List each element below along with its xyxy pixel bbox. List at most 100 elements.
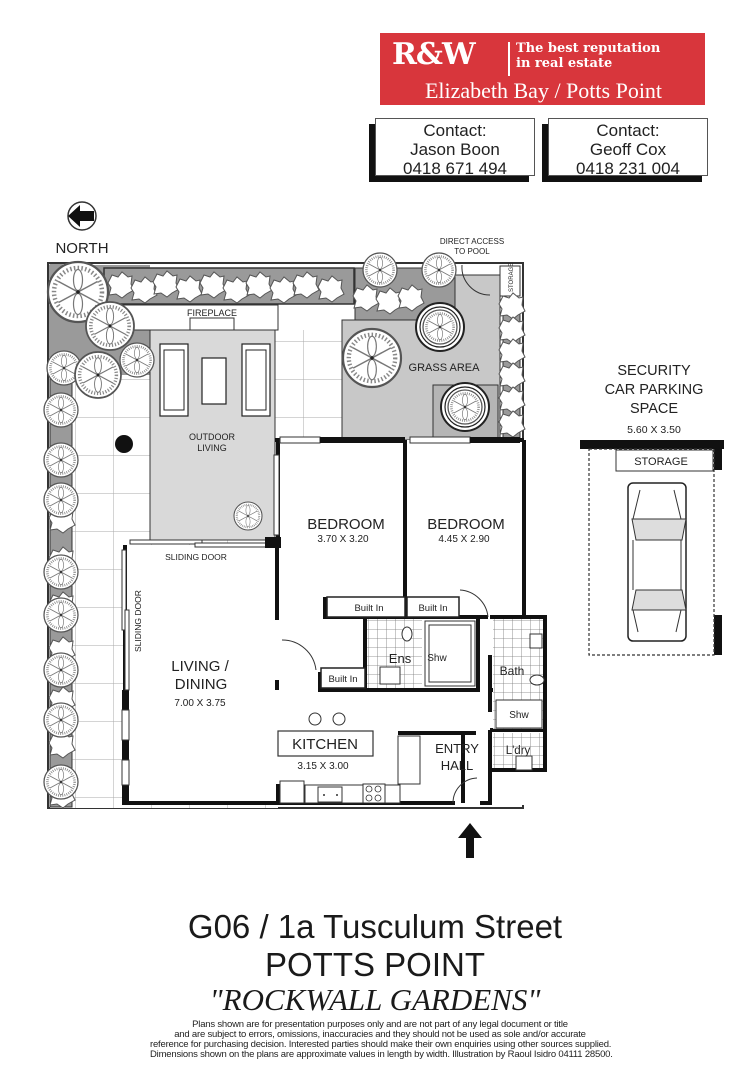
bath-shower-label: Shw <box>509 710 529 721</box>
disclaimer-line: Dimensions shown on the plans are approx… <box>150 1049 613 1060</box>
bath-shower <box>495 699 543 729</box>
tree-icon <box>441 383 489 431</box>
bar-stool <box>308 712 322 726</box>
entry-label: ENTRY <box>435 741 479 756</box>
windows <box>121 436 520 805</box>
living-dims: 7.00 X 3.75 <box>174 698 226 709</box>
built-in-3-label: Built In <box>328 674 357 685</box>
parking-wall-stub-2 <box>714 615 722 655</box>
kitchen-island <box>277 730 374 757</box>
cooktop-burners <box>365 785 382 802</box>
pool-access-label: DIRECT ACCESS <box>440 237 504 246</box>
paved-terrace-upper <box>278 330 342 440</box>
fireplace-label: FIREPLACE <box>187 308 237 318</box>
agency-banner: R&W The best reputation in real estate E… <box>380 33 705 105</box>
bedroom-2-dims: 4.45 X 2.90 <box>438 534 490 545</box>
disclaimer-line: Plans shown are for presentation purpose… <box>192 1019 568 1030</box>
bar-stool <box>332 712 346 726</box>
bedroom-side-door[interactable] <box>273 454 280 536</box>
living-label: LIVING / <box>171 658 229 675</box>
ensuite-toilet <box>401 626 413 642</box>
ensuite-basin <box>379 666 401 685</box>
parking-storage <box>615 449 714 472</box>
bedroom-1-label: BEDROOM <box>307 516 385 533</box>
ensuite-shower <box>424 620 476 687</box>
bath-basin <box>529 633 543 649</box>
outdoor-living-label: OUTDOOR <box>189 432 235 442</box>
sliding-door-side[interactable] <box>121 549 130 691</box>
bedroom-2-label: BEDROOM <box>427 516 505 533</box>
kitchen-label: KITCHEN <box>292 736 358 753</box>
fridge <box>279 780 305 804</box>
bath-toilet <box>529 674 545 686</box>
parking-title-3: SPACE <box>630 401 678 417</box>
building-name: "ROCKWALL GARDENS" <box>209 982 541 1017</box>
parking-dims: 5.60 X 3.50 <box>627 424 681 436</box>
agency-office: Elizabeth Bay / Potts Point <box>424 78 663 103</box>
disclaimer-line: reference for purchasing decision. Inter… <box>150 1039 612 1050</box>
parking-storage-label: STORAGE <box>634 456 688 468</box>
bedroom-1-dims: 3.70 X 3.20 <box>317 534 369 545</box>
floor-plan: NORTH FIREPLACE OUTDOOR LIVING GRASS ARE… <box>42 201 724 858</box>
entry-arrow-icon <box>458 823 482 858</box>
pool-gate-swing[interactable] <box>461 264 491 296</box>
tagline-line-2: in real estate <box>516 56 613 71</box>
property-address: G06 / 1a Tusculum Street <box>187 908 563 945</box>
kitchen-dims: 3.15 X 3.00 <box>297 761 349 772</box>
property-suburb: POTTS POINT <box>264 946 485 983</box>
kitchen-sink <box>317 786 343 803</box>
north-label: NORTH <box>55 240 108 257</box>
sliding-door-top[interactable] <box>129 537 281 548</box>
pantry <box>397 735 421 785</box>
north-arrow-icon <box>67 201 97 231</box>
parking-title-2: CAR PARKING <box>605 382 704 398</box>
door-swings[interactable] <box>281 589 489 804</box>
sliding-door-top-label: SLIDING DOOR <box>165 552 227 562</box>
contact-card-jason: Contact: Jason Boon 0418 671 494 <box>375 118 535 178</box>
built-in-1-label: Built In <box>354 603 383 614</box>
built-in-2-label: Built In <box>418 603 447 614</box>
built-in-wardrobe-2 <box>406 596 460 618</box>
pole-marker <box>115 435 133 453</box>
disclaimer-line: and are subject to errors, omissions, in… <box>174 1029 586 1040</box>
agency-logo: R&W <box>392 37 476 72</box>
tagline-line-1: The best reputation <box>516 41 661 56</box>
parking-wall-stub <box>714 440 722 470</box>
parking-back-wall <box>580 440 724 449</box>
contact-phone[interactable]: 0418 671 494 <box>403 159 507 178</box>
outdoor-table <box>201 357 227 405</box>
ensuite-shower-label: Shw <box>427 653 447 664</box>
hall-label: HALL <box>441 758 474 773</box>
sofa-cushion-right <box>245 349 267 411</box>
cooktop <box>362 783 386 804</box>
parking-bay-outline <box>588 448 715 656</box>
built-in-wardrobe-3 <box>320 667 366 689</box>
pool-access-label-2: TO POOL <box>454 247 490 256</box>
built-in-wardrobe-1 <box>326 596 406 618</box>
ensuite-shower-tray <box>428 624 472 683</box>
storage-small-label: STORAGE <box>509 263 515 292</box>
contact-name: Geoff Cox <box>589 140 667 159</box>
contact-label: Contact: <box>423 121 487 140</box>
sofa-cushion-left <box>163 349 185 411</box>
fireplace-hearth <box>189 317 235 331</box>
living-dining-room <box>125 545 277 805</box>
sliding-door-side-label: SLIDING DOOR <box>133 590 143 652</box>
car-icon <box>627 482 687 642</box>
bath-label: Bath <box>500 664 525 678</box>
contact-card-geoff: Contact: Geoff Cox 0418 231 004 <box>548 118 708 178</box>
parking-title-1: SECURITY <box>617 363 691 379</box>
agency-tagline: The best reputation in real estate <box>516 41 660 71</box>
laundry-tub <box>515 755 533 771</box>
ensuite-label: Ens <box>389 651 412 666</box>
disclaimer: Plans shown are for presentation purpose… <box>150 1019 613 1060</box>
grass-area-label: GRASS AREA <box>409 362 481 374</box>
logo-divider <box>508 42 510 76</box>
outdoor-living-label-2: LIVING <box>197 443 227 453</box>
dining-label: DINING <box>175 676 228 693</box>
contact-name: Jason Boon <box>410 140 500 159</box>
contact-label: Contact: <box>596 121 660 140</box>
laundry-label: L'dry <box>506 745 531 757</box>
contact-phone[interactable]: 0418 231 004 <box>576 159 680 178</box>
tree-icon <box>416 303 464 351</box>
